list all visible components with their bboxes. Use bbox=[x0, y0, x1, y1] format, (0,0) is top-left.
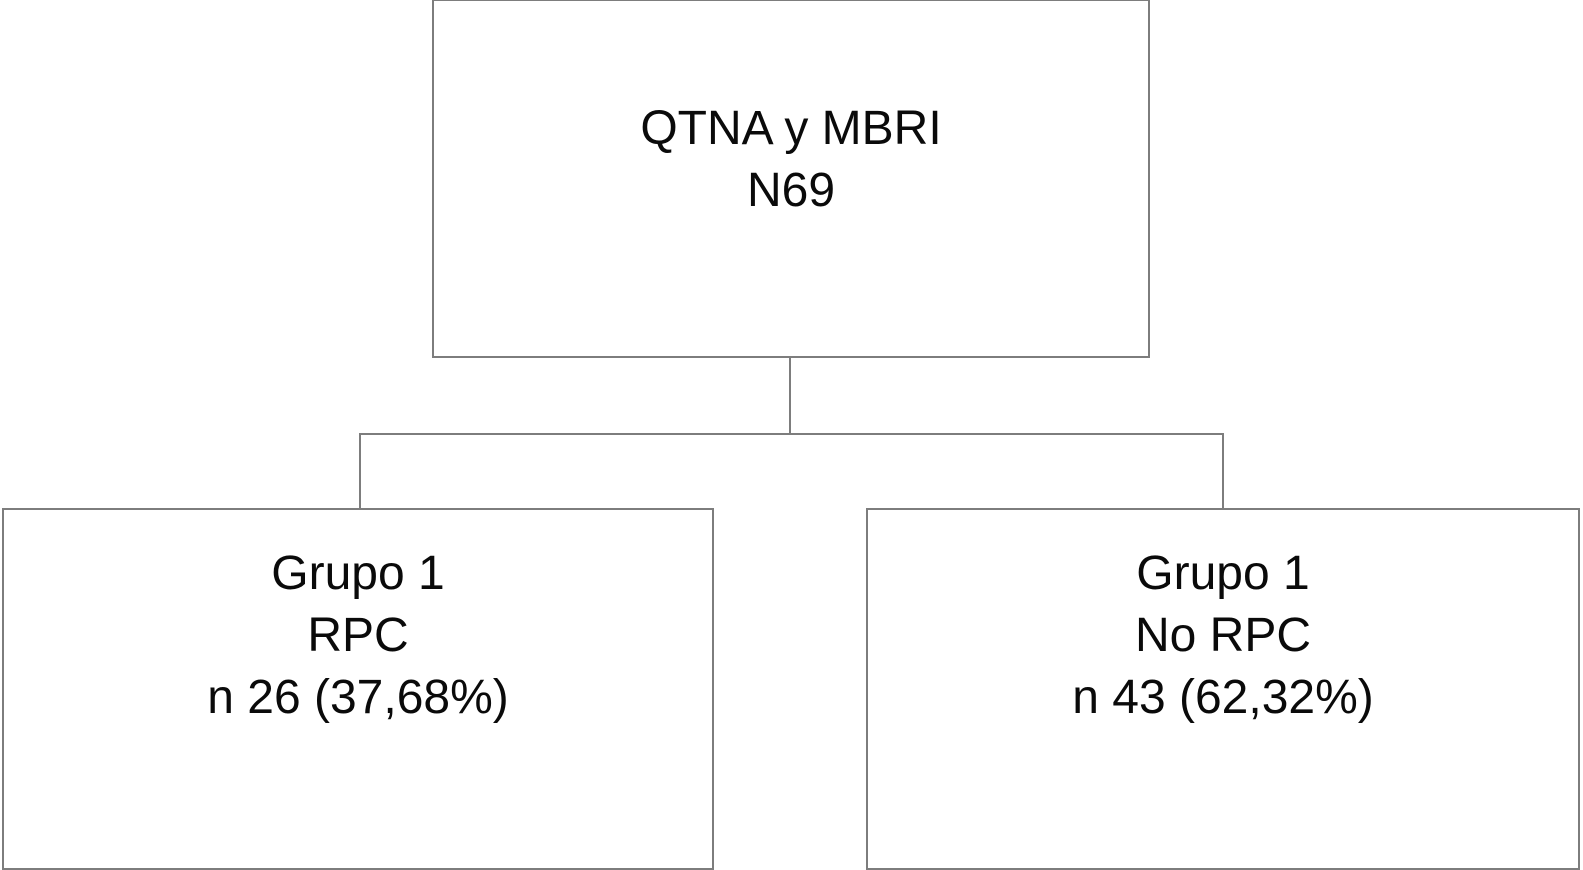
node-root-line-1: QTNA y MBRI bbox=[640, 102, 942, 155]
node-group-no-rpc-line-1: Grupo 1 bbox=[1136, 547, 1310, 600]
node-group-rpc-line-3: n 26 (37,68%) bbox=[207, 671, 509, 724]
connector-horizontal-bar bbox=[359, 433, 1224, 435]
node-group-rpc-line-2: RPC bbox=[307, 609, 409, 662]
node-group-no-rpc-line-3: n 43 (62,32%) bbox=[1072, 671, 1374, 724]
connector-leg-left bbox=[359, 433, 361, 510]
node-group-rpc: Grupo 1 RPC n 26 (37,68%) bbox=[2, 508, 714, 870]
connector-stem-vertical bbox=[789, 357, 791, 435]
node-group-rpc-line-1: Grupo 1 bbox=[271, 547, 445, 600]
node-root-line-2: N69 bbox=[746, 164, 836, 217]
node-root-cohort: QTNA y MBRI N69 bbox=[432, 0, 1150, 358]
node-group-no-rpc-line-2: No RPC bbox=[1134, 609, 1312, 662]
node-group-no-rpc: Grupo 1 No RPC n 43 (62,32%) bbox=[866, 508, 1580, 870]
connector-leg-right bbox=[1222, 433, 1224, 510]
